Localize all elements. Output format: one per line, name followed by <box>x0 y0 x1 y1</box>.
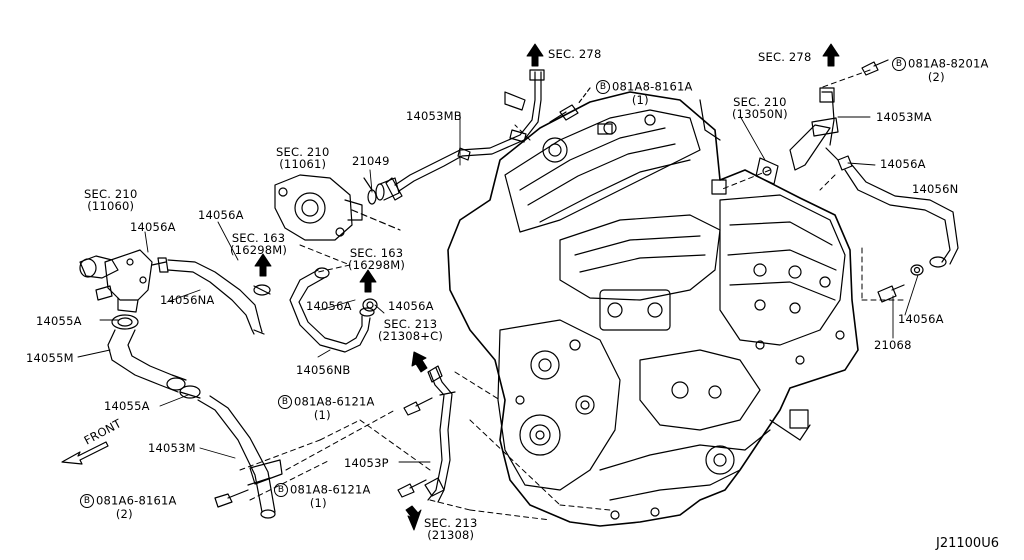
leader-lines <box>77 114 919 463</box>
label-14056A-left: 14056A <box>130 220 176 234</box>
clamp-14056A-lower-right <box>910 264 924 276</box>
label-sec210-13050N: SEC. 210(13050N) <box>732 95 788 121</box>
hose-14055M <box>107 314 187 393</box>
arrows <box>254 43 840 531</box>
label-14056A-c2: 14056A <box>388 299 434 313</box>
pipe-14053MB <box>385 69 545 201</box>
label-21049: 21049 <box>352 154 390 168</box>
label-sec163-a: SEC. 163(16298M) <box>230 231 288 257</box>
engine-assembly <box>447 91 859 527</box>
clamp-14056A-right <box>825 147 853 171</box>
bolt-6121A-b <box>397 479 427 498</box>
dashed-leaders <box>239 69 906 521</box>
bolt-8161A-bottom <box>214 489 249 508</box>
label-14053MA: 14053MA <box>876 110 932 124</box>
bolt-marker-icon: B <box>278 395 292 409</box>
front-arrow <box>61 441 109 465</box>
bolt-marker-icon: B <box>274 483 288 497</box>
bolt-6121A-a <box>403 397 433 416</box>
label-sec210-11061: SEC. 210(11061) <box>276 145 330 171</box>
label-14056A-bottom-right: 14056A <box>898 312 944 326</box>
label-14056NB: 14056NB <box>296 363 351 377</box>
label-sec278-right: SEC. 278 <box>758 50 812 64</box>
bolt-marker-icon: B <box>80 494 94 508</box>
label-sec213-bottom: SEC. 213(21308) <box>424 516 478 542</box>
label-14055M: 14055M <box>26 351 74 365</box>
diagram-code: J21100U6 <box>936 536 999 551</box>
clamp-14056A-center <box>362 298 378 312</box>
label-sec163-b: SEC. 163(16298M) <box>348 246 406 272</box>
label-sec210-11060: SEC. 210(11060) <box>84 187 138 213</box>
bolt-8161A-top <box>549 87 591 123</box>
label-14056A-c1: 14056A <box>306 299 352 313</box>
thermostat-housing-11061 <box>274 174 401 241</box>
hose-14056N <box>844 164 959 268</box>
label-14056A-right: 14056A <box>880 157 926 171</box>
label-sec278-top: SEC. 278 <box>548 47 602 61</box>
hose-14056NA <box>167 259 265 335</box>
label-21068: 21068 <box>874 338 912 352</box>
water-outlet-11060 <box>79 249 169 313</box>
label-14056N: 14056N <box>912 182 959 196</box>
label-sec213-top: SEC. 213(21308+C) <box>378 317 444 343</box>
label-14055A-top: 14055A <box>36 314 82 328</box>
pipe-14053MA <box>789 87 839 171</box>
label-14053M: 14053M <box>148 441 196 455</box>
bolt-marker-icon: B <box>596 80 610 94</box>
bolt-marker-icon: B <box>892 57 906 71</box>
sensor-21068 <box>877 284 905 303</box>
label-14055A-bottom: 14055A <box>104 399 150 413</box>
fitting-21049 <box>363 177 400 205</box>
pipe-14053P <box>424 365 456 503</box>
gasket-13050N <box>755 157 779 185</box>
clamp-14055A-lower <box>179 385 201 399</box>
label-14053MB: 14053MB <box>406 109 462 123</box>
clamp-14056A-upper <box>253 284 271 296</box>
label-14053P: 14053P <box>344 456 389 470</box>
label-14056NA: 14056NA <box>160 293 215 307</box>
pipe-14053M <box>197 395 283 519</box>
bolt-8201A <box>861 59 889 76</box>
hose-14056NB <box>289 267 375 353</box>
label-14056A-mid: 14056A <box>198 208 244 222</box>
